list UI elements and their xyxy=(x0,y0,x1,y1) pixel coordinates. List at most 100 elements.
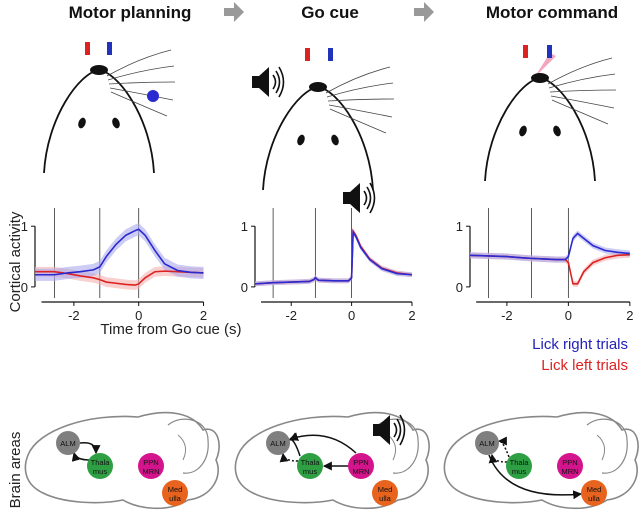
x-tick-label: 0 xyxy=(135,308,142,323)
brain-node-alm xyxy=(475,431,499,455)
brain-outline xyxy=(234,411,430,510)
brain-node-label: MRN xyxy=(352,467,369,476)
cerebellum-outline xyxy=(586,418,628,474)
connection-arrow xyxy=(79,441,101,455)
brain-node-thalamus xyxy=(297,453,323,479)
panel-title-motor-planning: Motor planning xyxy=(69,3,192,22)
lick-port-red-icon xyxy=(85,42,90,55)
brain-node-label: MRN xyxy=(561,467,578,476)
brain-node-medulla xyxy=(162,480,188,506)
brain-node-label: mus xyxy=(303,467,317,476)
series-line xyxy=(35,228,204,276)
brain-outline xyxy=(443,411,639,510)
series-band xyxy=(35,223,204,281)
mouse-head-icon xyxy=(262,48,395,191)
x-tick-label: 0 xyxy=(348,308,355,323)
brain-node-thalamus xyxy=(87,453,113,479)
connection-arrow xyxy=(488,454,583,500)
brain-node-label: mus xyxy=(512,467,526,476)
brain-node-alm xyxy=(56,431,80,455)
brain-node-label: PPN xyxy=(353,458,368,467)
x-tick-label: 2 xyxy=(626,308,633,323)
speaker-icon xyxy=(251,66,285,98)
legend-lick-right: Lick right trials xyxy=(532,336,628,353)
mouse-head-icon xyxy=(484,45,617,182)
brain-node-label: mus xyxy=(93,467,107,476)
legend-lick-left: Lick left trials xyxy=(541,357,628,374)
tongue-target-icon xyxy=(147,90,159,102)
connection-arrow xyxy=(288,432,301,457)
brain-node-label: ulla xyxy=(588,494,601,503)
lick-port-blue-icon xyxy=(328,48,333,61)
brain-node-label: Thala xyxy=(91,458,111,467)
series-band xyxy=(470,230,630,263)
row-label-brain-areas: Brain areas xyxy=(7,432,24,509)
mouse-head-icon xyxy=(43,42,176,174)
y-tick-label: 1 xyxy=(456,219,463,234)
brain-node-label: ALM xyxy=(270,439,285,448)
y-tick-label: 0 xyxy=(241,280,248,295)
series-line xyxy=(254,228,413,285)
series-line xyxy=(254,229,413,285)
y-tick-label: 0 xyxy=(456,280,463,295)
y-tick-label: 1 xyxy=(21,219,28,234)
brain-node-medulla xyxy=(372,480,398,506)
connection-arrow xyxy=(497,436,510,458)
cerebellum-outline xyxy=(167,418,209,474)
x-tick-label: 2 xyxy=(200,308,207,323)
y-tick-label: 0 xyxy=(21,280,28,295)
brain-fold xyxy=(596,434,606,461)
lick-port-blue-icon xyxy=(107,42,112,55)
x-tick-label: -2 xyxy=(68,308,80,323)
connection-arrow xyxy=(288,432,357,454)
x-tick-label: -2 xyxy=(285,308,297,323)
series-line xyxy=(35,270,204,286)
connection-arrow xyxy=(279,452,299,463)
speaker-icon xyxy=(342,182,376,214)
tongue-icon xyxy=(534,53,556,78)
brain-node-ppn_mrn xyxy=(557,453,583,479)
brain-node-medulla xyxy=(581,480,607,506)
brain-fold xyxy=(177,434,187,461)
x-axis-label: Time from Go cue (s) xyxy=(100,321,241,338)
lick-port-blue-icon xyxy=(547,45,552,58)
brain-node-label: PPN xyxy=(143,458,158,467)
brain-node-label: ALM xyxy=(60,439,75,448)
chart-motor-command: 0 1 -2 0 2 xyxy=(456,208,633,323)
arrow-right-icon xyxy=(224,2,244,22)
series-band xyxy=(255,228,412,287)
panel-title-motor-command: Motor command xyxy=(486,3,618,22)
cerebellum-outline xyxy=(377,418,419,474)
x-tick-label: 0 xyxy=(565,308,572,323)
brain-outline xyxy=(24,411,220,510)
panel-title-go-cue: Go cue xyxy=(301,3,359,22)
brain-node-label: ulla xyxy=(169,494,182,503)
x-tick-label: -2 xyxy=(501,308,513,323)
brain-node-ppn_mrn xyxy=(348,453,374,479)
brain-node-label: ulla xyxy=(379,494,392,503)
row-label-cortical-activity: Cortical activity xyxy=(7,211,24,312)
arrow-right-icon xyxy=(414,2,434,22)
x-tick-label: 2 xyxy=(408,308,415,323)
brain-node-alm xyxy=(266,431,290,455)
connection-arrow xyxy=(488,453,508,464)
brain-node-label: Thala xyxy=(510,458,530,467)
brain-node-label: ALM xyxy=(479,439,494,448)
y-tick-label: 1 xyxy=(241,219,248,234)
connection-arrow xyxy=(71,451,91,462)
brain-node-label: Thala xyxy=(301,458,321,467)
brain-node-label: Med xyxy=(168,485,183,494)
brain-node-label: PPN xyxy=(562,458,577,467)
brain-node-label: Med xyxy=(378,485,393,494)
brain-node-ppn_mrn xyxy=(138,453,164,479)
series-line xyxy=(469,232,630,261)
lick-port-red-icon xyxy=(305,48,310,61)
chart-motor-planning: 0 1 -2 0 2 xyxy=(21,208,207,323)
series-band xyxy=(255,229,412,287)
brain-node-thalamus xyxy=(506,453,532,479)
lick-port-red-icon xyxy=(523,45,528,58)
brain-node-label: MRN xyxy=(142,467,159,476)
